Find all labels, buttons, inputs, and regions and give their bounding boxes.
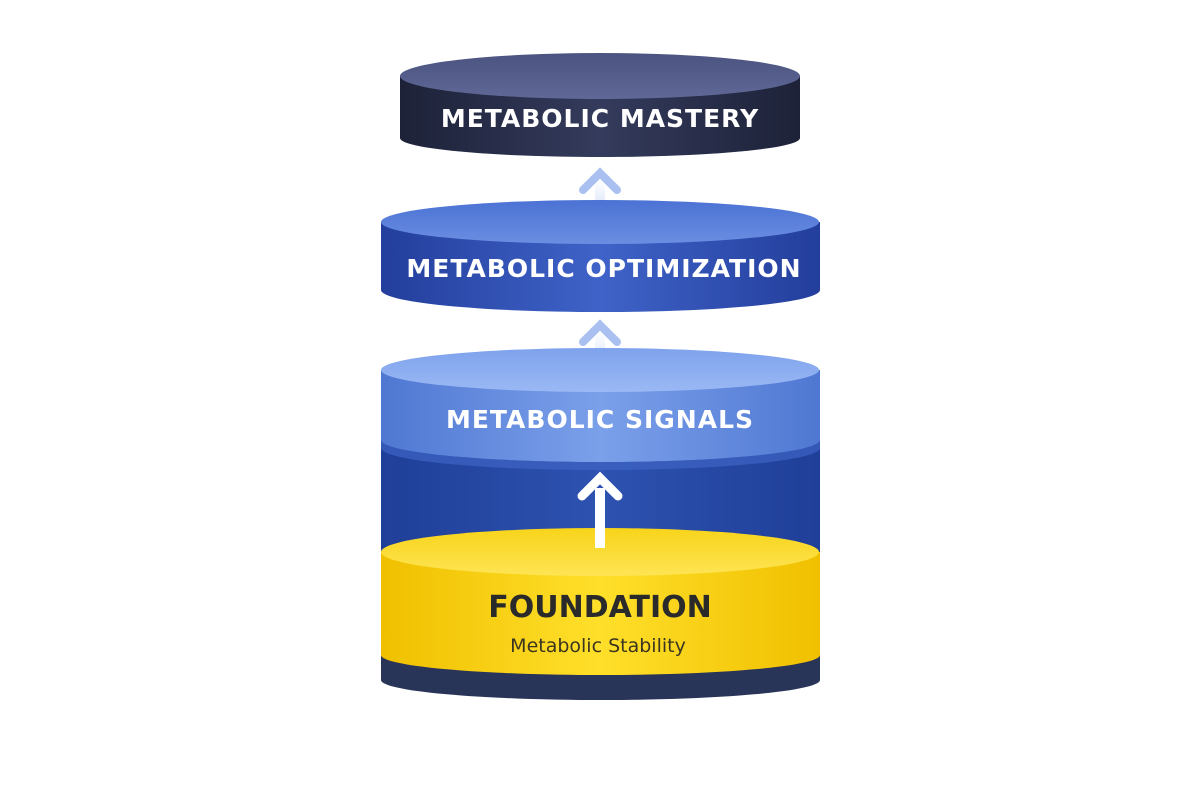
tier-label-mastery: METABOLIC MASTERY: [441, 104, 759, 133]
tier-label-optimization: METABOLIC OPTIMIZATION: [406, 254, 801, 283]
arrow-up-icon: [577, 471, 623, 548]
tier-label-signals: METABOLIC SIGNALS: [446, 405, 754, 434]
tier-foundation: FOUNDATION Metabolic Stability: [381, 528, 820, 676]
tier-mastery: METABOLIC MASTERY: [400, 53, 800, 157]
arrow-up-icon: [579, 167, 621, 218]
foundation-subtitle: Metabolic Stability: [510, 635, 686, 657]
foundation-title: FOUNDATION: [488, 590, 712, 625]
tier-optimization: METABOLIC OPTIMIZATION: [381, 200, 820, 313]
